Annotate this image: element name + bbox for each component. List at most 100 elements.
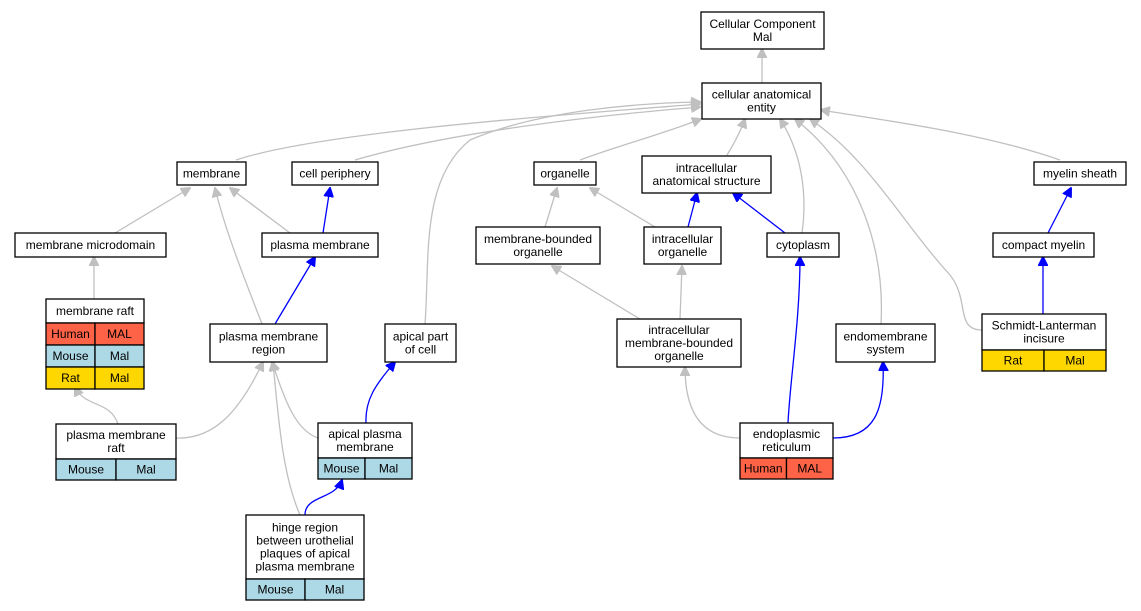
node-label-line: incisure	[1023, 332, 1065, 346]
node-label-line: membrane-bounded	[625, 336, 733, 350]
edge-compact-myelin-to-myelin-sheath	[1047, 188, 1071, 234]
node-box	[643, 226, 722, 265]
node-box	[245, 514, 365, 580]
gene-cell	[115, 458, 177, 481]
edge-cell-periphery-to-cellular-anatomical-entity	[354, 107, 700, 161]
edge-plasma-membrane-raft-to-membrane-raft	[75, 387, 119, 425]
gene-label: Mal	[1065, 354, 1084, 368]
species-label: Rat	[61, 371, 80, 385]
node-label-line: between urothelial	[256, 534, 353, 548]
node-plasma-membrane[interactable]: plasma membrane	[261, 232, 379, 258]
edge-intracellular-organelle-to-intracellular-anatomical-structure	[687, 193, 697, 228]
node-organelle[interactable]: organelle	[533, 161, 597, 186]
node-box	[616, 318, 742, 368]
node-label-line: Cellular Component	[709, 17, 816, 31]
species-label: Rat	[1004, 354, 1023, 368]
node-label-line: apical part	[393, 330, 449, 344]
node-label-line: plasma membrane	[255, 560, 355, 574]
node-label-line: plasma membrane	[270, 238, 370, 252]
node-label-line: endoplasmic	[753, 427, 820, 441]
node-membrane[interactable]: membrane	[176, 161, 247, 186]
node-label-line: membrane	[183, 167, 241, 181]
node-label-line: hinge region	[272, 521, 338, 535]
node-label-line: myelin sheath	[1043, 167, 1117, 181]
edge-plasma-membrane-region-to-membrane	[215, 188, 263, 325]
edge-membrane-to-cellular-anatomical-entity	[235, 104, 700, 161]
node-box	[55, 423, 177, 460]
node-label-line: Mal	[753, 30, 772, 44]
node-label-line: entity	[747, 101, 776, 115]
node-box	[261, 232, 379, 258]
gene-label: Mal	[110, 371, 129, 385]
species-label: Mouse	[323, 462, 359, 476]
edge-endoplasmic-reticulum-to-cytoplasm	[787, 257, 800, 424]
node-box	[176, 161, 247, 186]
node-label-line: reticulum	[762, 440, 811, 454]
node-label-line: organelle	[513, 245, 563, 259]
edge-plasma-membrane-region-to-plasma-membrane	[274, 257, 315, 325]
node-label-line: organelle	[654, 349, 704, 363]
node-box	[700, 11, 825, 50]
node-box	[475, 226, 601, 265]
edge-endoplasmic-reticulum-to-intracellular-membrane-bounded-organelle	[685, 367, 741, 439]
node-label-line: intracellular	[652, 232, 713, 246]
gene-cell	[1043, 349, 1107, 372]
node-myelin-sheath[interactable]: myelin sheath	[1033, 161, 1127, 186]
node-box	[1033, 161, 1127, 186]
gene-cell	[94, 366, 145, 390]
edge-endomembrane-system-to-cellular-anatomical-entity	[795, 119, 883, 325]
edge-intracellular-membrane-bounded-organelle-to-intracellular-organelle	[680, 266, 682, 320]
node-label-line: organelle	[540, 167, 590, 181]
gene-label: Mal	[379, 462, 398, 476]
node-label-line: anatomical structure	[652, 174, 760, 188]
gene-cell	[785, 457, 834, 480]
node-box	[992, 232, 1095, 258]
edge-organelle-to-cellular-anatomical-entity	[579, 119, 701, 161]
node-label-line: Schmidt-Lanterman	[992, 319, 1097, 333]
edge-plasma-membrane-to-cell-periphery	[322, 188, 330, 234]
node-label-line: cell periphery	[299, 167, 370, 181]
edge-plasma-membrane-to-membrane	[230, 188, 291, 234]
node-box	[766, 232, 840, 258]
edge-hinge-region-to-apical-plasma-membrane	[304, 480, 342, 516]
node-box	[291, 161, 379, 186]
node-box	[209, 323, 328, 363]
node-label-line: intracellular	[648, 323, 709, 337]
node-label-line: cytoplasm	[776, 238, 830, 252]
edge-intracellular-anatomical-structure-to-cellular-anatomical-entity	[726, 119, 745, 156]
node-membrane-microdomain[interactable]: membrane microdomain	[14, 232, 167, 258]
node-label-line: apical plasma	[328, 427, 402, 441]
node-compact-myelin[interactable]: compact myelin	[992, 232, 1095, 258]
edge-apical-plasma-membrane-to-plasma-membrane-region	[272, 362, 319, 439]
species-label: Human	[51, 327, 90, 341]
edge-intracellular-membrane-bounded-organelle-to-membrane-bounded-organelle	[552, 266, 641, 320]
node-label-line: intracellular	[676, 161, 737, 175]
edge-myelin-sheath-to-cellular-anatomical-entity	[821, 110, 1061, 161]
node-cell-periphery[interactable]: cell periphery	[291, 161, 379, 186]
node-cytoplasm[interactable]: cytoplasm	[766, 232, 840, 258]
gene-cell	[304, 578, 365, 601]
node-box	[981, 313, 1107, 351]
edge-membrane-microdomain-to-membrane	[114, 188, 190, 234]
gene-label: Mal	[136, 463, 155, 477]
node-box	[641, 155, 772, 194]
